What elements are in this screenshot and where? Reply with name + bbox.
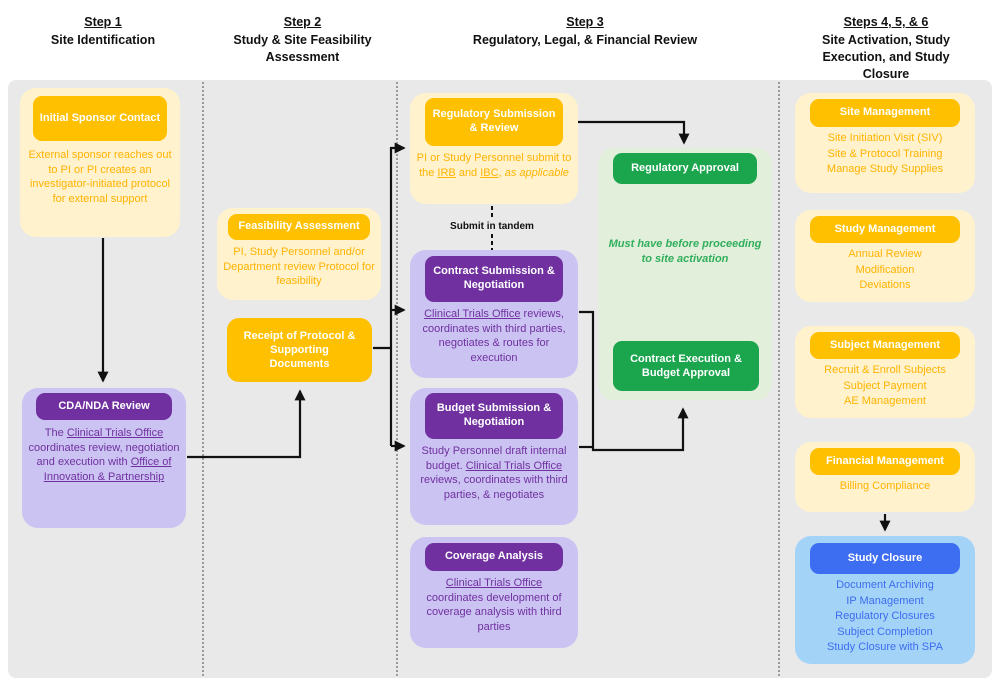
study-closure-box: Study Closure Document Archiving IP Mana… <box>795 536 975 664</box>
column-separator-1 <box>202 82 204 676</box>
column-separator-2 <box>396 82 398 676</box>
coverage-analysis-title: Coverage Analysis <box>425 543 563 571</box>
site-management-title: Site Management <box>810 99 960 127</box>
steps456-label: Steps 4, 5, & 6 <box>843 15 929 29</box>
initial-sponsor-contact-body: External sponsor reaches out to PI or PI… <box>28 149 172 206</box>
step3-title: Regulatory, Legal, & Financial Review <box>472 32 698 47</box>
cda-nda-review-box: CDA/NDA Review The Clinical Trials Offic… <box>22 388 186 528</box>
cda-nda-review-body: The Clinical Trials Office coordinates r… <box>28 427 180 484</box>
feasibility-assessment-body: PI, Study Personnel and/or Department re… <box>223 246 375 288</box>
step1-label: Step 1 <box>84 15 122 29</box>
subject-management-box: Subject Management Recruit & Enroll Subj… <box>795 326 975 418</box>
initial-sponsor-contact-title: Initial Sponsor Contact <box>33 96 167 141</box>
must-have-note: Must have before proceeding to site acti… <box>608 238 762 266</box>
cda-nda-review-title: CDA/NDA Review <box>36 393 172 420</box>
feasibility-assessment-box: Feasibility Assessment PI, Study Personn… <box>217 208 381 300</box>
study-closure-title: Study Closure <box>810 543 960 574</box>
column-header-step2: Step 2 Study & Site Feasibility Assessme… <box>210 14 395 66</box>
budget-submission-body: Study Personnel draft internal budget. C… <box>420 445 568 502</box>
financial-management-box: Financial Management Billing Compliance <box>795 442 975 512</box>
feasibility-assessment-title: Feasibility Assessment <box>228 214 370 240</box>
column-header-step1: Step 1 Site Identification <box>13 14 193 49</box>
regulatory-submission-title: Regulatory Submission & Review <box>425 98 563 146</box>
contract-execution-box: Contract Execution & Budget Approval <box>613 341 759 391</box>
subject-management-body: Recruit & Enroll Subjects Subject Paymen… <box>824 364 946 408</box>
contract-submission-title: Contract Submission & Negotiation <box>425 256 563 302</box>
step2-title: Study & Site Feasibility Assessment <box>233 32 372 64</box>
step2-label: Step 2 <box>283 15 322 29</box>
regulatory-submission-box: Regulatory Submission & Review PI or Stu… <box>410 93 578 204</box>
subject-management-title: Subject Management <box>810 332 960 359</box>
step1-title: Site Identification <box>50 32 156 47</box>
contract-submission-box: Contract Submission & Negotiation Clinic… <box>410 250 578 378</box>
budget-submission-title: Budget Submission & Negotiation <box>425 393 563 439</box>
submit-in-tandem-label: Submit in tandem <box>448 220 536 233</box>
contract-submission-body: Clinical Trials Office reviews, coordina… <box>422 308 566 365</box>
financial-management-title: Financial Management <box>810 448 960 475</box>
study-closure-body: Document Archiving IP Management Regulat… <box>827 579 943 654</box>
site-management-body: Site Initiation Visit (SIV) Site & Proto… <box>826 132 944 176</box>
column-header-step3: Step 3 Regulatory, Legal, & Financial Re… <box>430 14 740 49</box>
regulatory-approval-box: Regulatory Approval <box>613 153 757 184</box>
regulatory-submission-body: PI or Study Personnel submit to the IRB … <box>416 152 572 179</box>
financial-management-body: Billing Compliance <box>839 480 931 492</box>
coverage-analysis-box: Coverage Analysis Clinical Trials Office… <box>410 537 578 648</box>
study-management-box: Study Management Annual Review Modificat… <box>795 210 975 302</box>
study-management-title: Study Management <box>810 216 960 243</box>
coverage-analysis-body: Clinical Trials Office coordinates devel… <box>426 577 562 634</box>
approval-area: Regulatory Approval Must have before pro… <box>598 148 772 400</box>
step3-label: Step 3 <box>566 15 604 29</box>
steps456-title: Site Activation, Study Execution, and St… <box>821 32 951 81</box>
receipt-of-protocol-box: Receipt of Protocol & Supporting Documen… <box>227 318 372 382</box>
site-management-box: Site Management Site Initiation Visit (S… <box>795 93 975 193</box>
column-header-steps456: Steps 4, 5, & 6 Site Activation, Study E… <box>800 14 972 83</box>
study-management-body: Annual Review Modification Deviations <box>848 248 922 292</box>
receipt-of-protocol-title: Receipt of Protocol & Supporting Documen… <box>243 329 356 371</box>
budget-submission-box: Budget Submission & Negotiation Study Pe… <box>410 388 578 525</box>
column-separator-3 <box>778 82 780 676</box>
initial-sponsor-contact-box: Initial Sponsor Contact External sponsor… <box>20 88 180 237</box>
